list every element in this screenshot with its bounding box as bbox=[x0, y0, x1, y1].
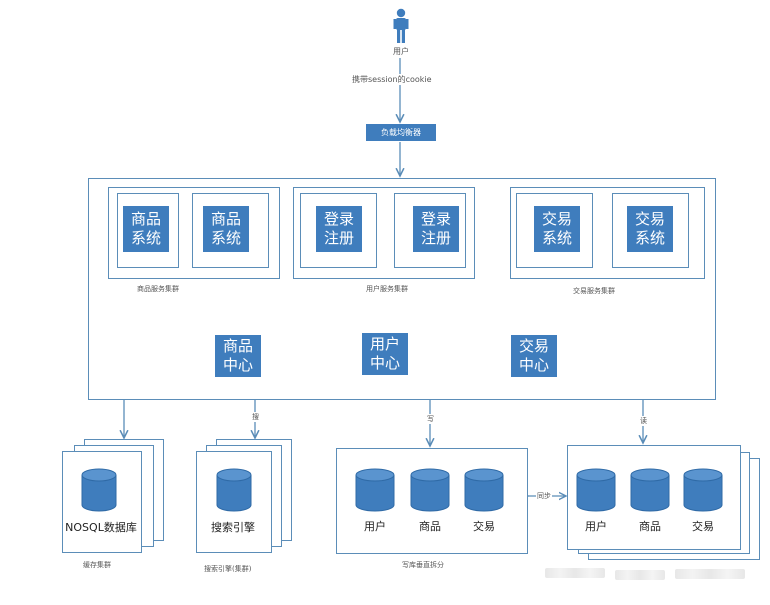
trade-system-2: 交易 系统 bbox=[627, 206, 673, 252]
sync-edge-label: 同步 bbox=[536, 491, 552, 501]
load-balancer-box: 负载均衡器 bbox=[366, 124, 436, 141]
user-center: 用户 中心 bbox=[362, 333, 408, 375]
read-db-trade-label: 交易 bbox=[692, 520, 714, 533]
read-db-trade-icon bbox=[683, 468, 723, 512]
search-engine-label: 搜索引擎 bbox=[211, 521, 255, 534]
write-edge-label: 写 bbox=[427, 414, 434, 424]
search-edge-label: 搜 bbox=[252, 412, 259, 422]
write-db-trade-label: 交易 bbox=[473, 520, 495, 533]
read-db-user-label: 用户 bbox=[585, 520, 607, 533]
watermark-blur-1 bbox=[545, 568, 605, 578]
cookie-edge-label: 携带session的cookie bbox=[350, 74, 434, 85]
goods-center: 商品 中心 bbox=[215, 335, 261, 377]
write-db-goods-icon bbox=[410, 468, 450, 512]
nosql-db-icon bbox=[81, 468, 117, 512]
login-register-2: 登录 注册 bbox=[413, 206, 459, 252]
user-icon bbox=[393, 8, 409, 44]
goods-service-group-label: 商品服务集群 bbox=[137, 285, 179, 293]
read-edge-label: 读 bbox=[640, 416, 647, 426]
write-db-user-icon bbox=[355, 468, 395, 512]
search-engine-caption: 搜索引擎(集群) bbox=[204, 565, 252, 573]
read-db-user-icon bbox=[576, 468, 616, 512]
trade-center: 交易 中心 bbox=[511, 335, 557, 377]
cache-cluster-caption: 缓存集群 bbox=[83, 561, 111, 569]
trade-system-1: 交易 系统 bbox=[534, 206, 580, 252]
nosql-db-label: NOSQL数据库 bbox=[65, 521, 137, 534]
user-label: 用户 bbox=[393, 47, 409, 56]
trade-service-group-label: 交易服务集群 bbox=[573, 287, 615, 295]
watermark-blur-2 bbox=[615, 570, 665, 580]
write-db-user-label: 用户 bbox=[364, 520, 386, 533]
user-service-group-label: 用户服务集群 bbox=[366, 285, 408, 293]
search-db-icon bbox=[216, 468, 252, 512]
write-db-goods-label: 商品 bbox=[419, 520, 441, 533]
read-db-goods-label: 商品 bbox=[639, 520, 661, 533]
read-db-goods-icon bbox=[630, 468, 670, 512]
login-register-1: 登录 注册 bbox=[316, 206, 362, 252]
goods-system-1: 商品 系统 bbox=[123, 206, 169, 252]
write-db-caption: 写库垂直拆分 bbox=[402, 561, 444, 569]
goods-system-2: 商品 系统 bbox=[203, 206, 249, 252]
watermark-blur-3 bbox=[675, 569, 745, 579]
write-db-trade-icon bbox=[464, 468, 504, 512]
